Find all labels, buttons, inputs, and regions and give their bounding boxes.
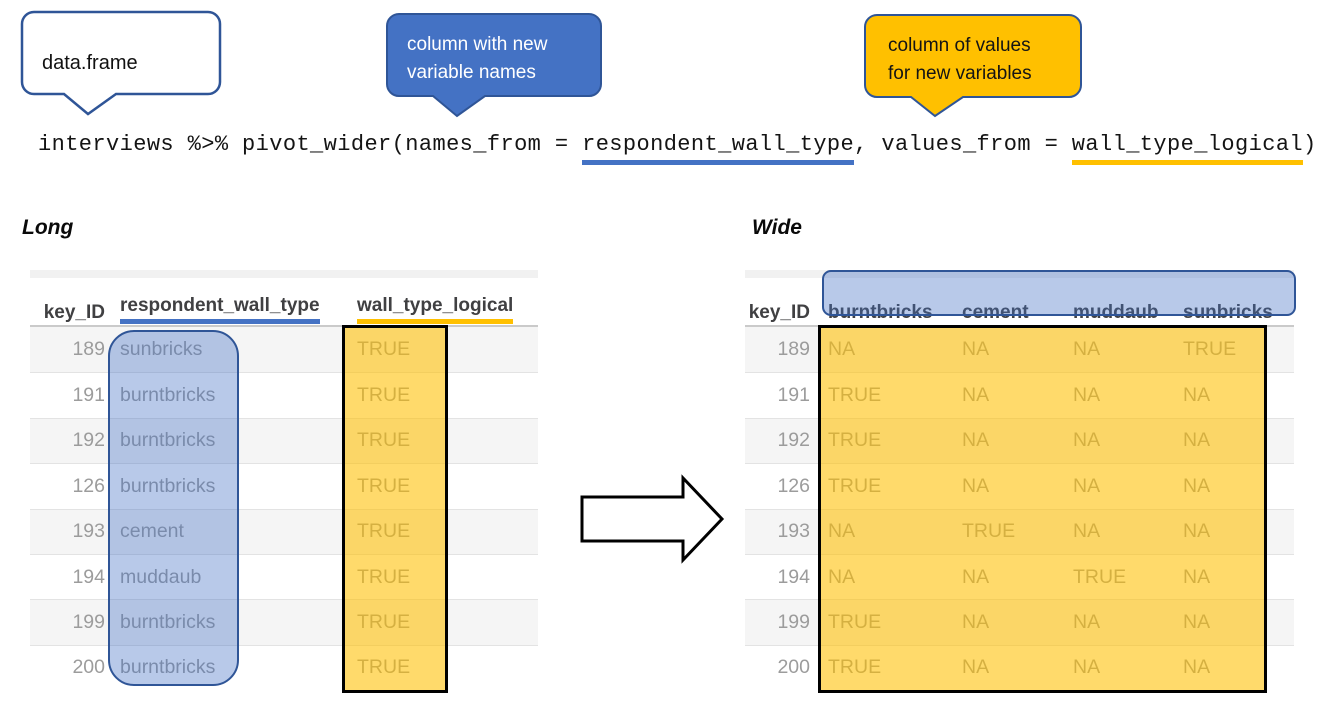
code-part1: interviews %>% pivot_wider(names_from =: [38, 132, 583, 157]
code-part3: ): [1303, 132, 1317, 157]
table-top-strip: [745, 270, 1294, 278]
values-from-callout: column of values for new variables: [863, 13, 1085, 118]
names-from-callout-line2: variable names: [407, 62, 536, 83]
wide-table-header: key_ID burntbricks cement muddaub sunbri…: [745, 278, 1294, 327]
names-from-callout-line1: column with new: [407, 34, 548, 55]
speech-bubble-icon: [864, 14, 1082, 118]
wide-section-title: Wide: [752, 216, 802, 239]
speech-bubble-icon: [386, 13, 602, 118]
code-names-from-arg: respondent_wall_type: [582, 132, 855, 165]
column-header-sunbricks: sunbricks: [1183, 302, 1273, 323]
column-header-muddaub: muddaub: [1073, 302, 1159, 323]
column-header-key-id: key_ID: [43, 302, 105, 323]
column-header-cement: cement: [962, 302, 1029, 323]
names-from-callout-label: column with new variable names: [407, 31, 547, 87]
column-header-wall-type-logical: wall_type_logical: [342, 295, 538, 324]
transform-arrow-icon: [580, 474, 725, 564]
speech-bubble-icon: [20, 10, 222, 116]
dataframe-callout-label: data.frame: [42, 52, 138, 74]
dataframe-callout: data.frame: [20, 10, 224, 116]
code-line: interviews %>% pivot_wider(names_from = …: [38, 130, 1317, 165]
code-values-from-arg: wall_type_logical: [1071, 132, 1304, 165]
long-section-title: Long: [22, 216, 74, 239]
code-part2: , values_from =: [854, 132, 1072, 157]
values-from-callout-line2: for new variables: [888, 63, 1032, 84]
values-from-callout-label: column of values for new variables: [888, 32, 1032, 88]
names-from-callout: column with new variable names: [385, 12, 605, 118]
long-table-header: key_ID respondent_wall_type wall_type_lo…: [30, 278, 538, 327]
values-from-callout-line1: column of values: [888, 35, 1031, 56]
column-header-respondent-wall-type: respondent_wall_type: [105, 295, 342, 324]
column-header-key-id: key_ID: [748, 302, 810, 323]
table-top-strip: [30, 270, 538, 278]
column-header-burntbricks: burntbricks: [828, 302, 933, 323]
